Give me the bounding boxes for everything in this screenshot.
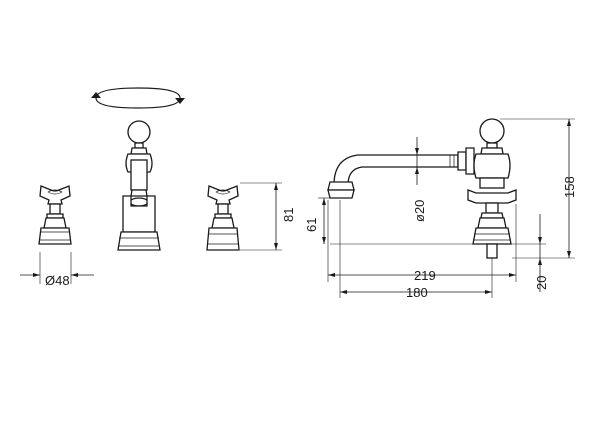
dim-text-spout-diameter: ø20 — [412, 200, 427, 222]
dim-text-overall-height: 158 — [562, 176, 577, 198]
dim-deck-thickness: 20 — [520, 214, 549, 292]
dim-text-deck-thickness: 20 — [534, 276, 549, 290]
dim-text-spout-height: 61 — [304, 218, 319, 232]
side-view-valve — [467, 118, 517, 259]
dim-text-handle-diameter: Ø48 — [45, 273, 70, 288]
dim-spout-reach: 219 — [327, 200, 517, 283]
dim-spout-height: 61 — [304, 197, 330, 244]
center-spout — [117, 120, 161, 251]
dim-text-handle-height: 81 — [281, 208, 296, 222]
rotation-arrow-icon — [91, 87, 185, 109]
dim-handle-height: 81 — [240, 182, 296, 251]
dim-text-spout-reach: 219 — [414, 268, 436, 283]
dim-spout-diameter: ø20 — [412, 137, 427, 222]
dim-spout-projection: 180 — [339, 200, 493, 300]
left-cross-handle — [38, 185, 72, 245]
dim-text-spout-projection: 180 — [406, 285, 428, 300]
dim-handle-diameter: Ø48 — [20, 252, 94, 288]
dim-overall-height: 158 — [500, 118, 577, 259]
side-view-spout — [327, 147, 475, 199]
right-cross-handle — [206, 185, 240, 251]
